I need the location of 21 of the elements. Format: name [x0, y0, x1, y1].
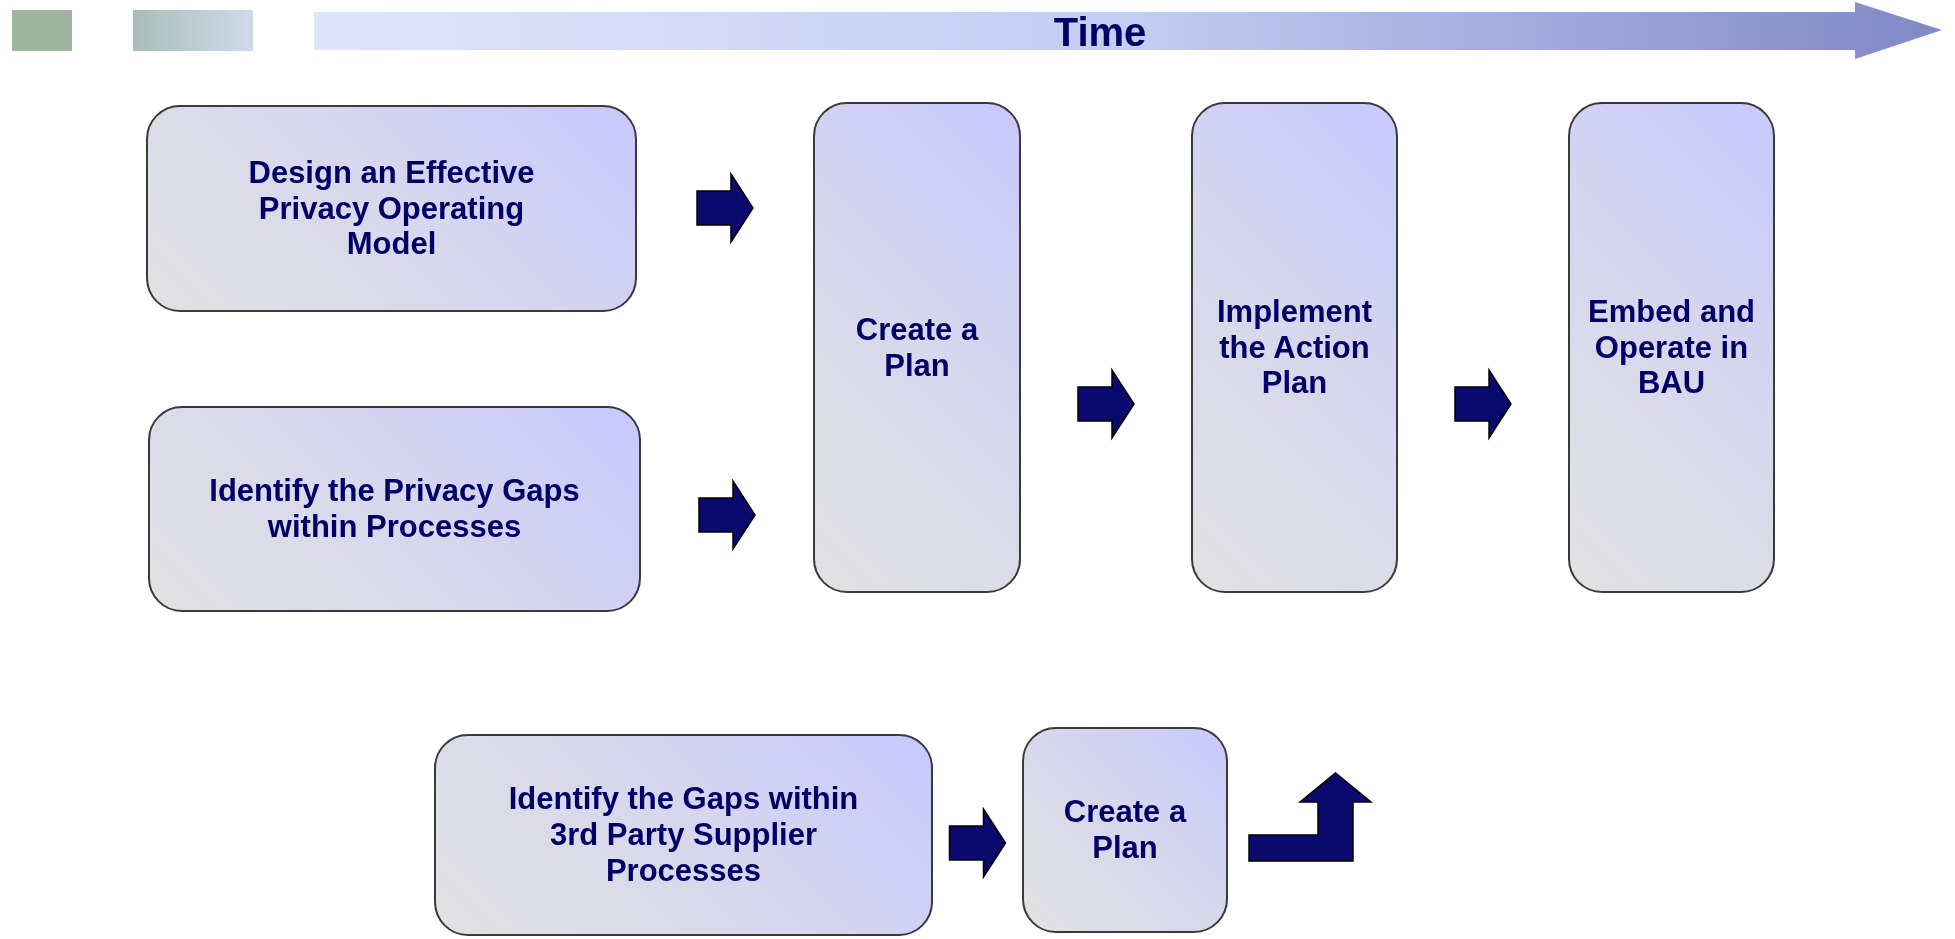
block-arrow [698, 478, 756, 552]
process-box [813, 102, 1021, 593]
box-text: Embed and Operate in BAU [1586, 293, 1757, 402]
block-arrow [948, 806, 1007, 880]
block-arrow [1077, 367, 1135, 441]
block-arrow [696, 171, 754, 245]
box-text: Identify the Privacy Gaps within Processes [208, 473, 581, 545]
box-text: Create a Plan [854, 311, 980, 384]
process-box [1022, 727, 1228, 933]
block-arrow [1454, 367, 1512, 441]
process-box [434, 734, 933, 936]
process-box [1568, 102, 1775, 593]
process-box [146, 105, 637, 312]
process-box [148, 406, 641, 612]
box-text: Create a Plan [1062, 794, 1188, 866]
box-text: Implement the Action Plan [1216, 293, 1373, 402]
box-text: Identify the Gaps within 3rd Party Supplier Processes [507, 781, 860, 889]
axis-label: Time [1052, 9, 1148, 56]
block-arrow [1248, 772, 1374, 862]
process-box [1191, 102, 1398, 593]
box-text: Design an Effective Privacy Operating Model [247, 154, 536, 263]
